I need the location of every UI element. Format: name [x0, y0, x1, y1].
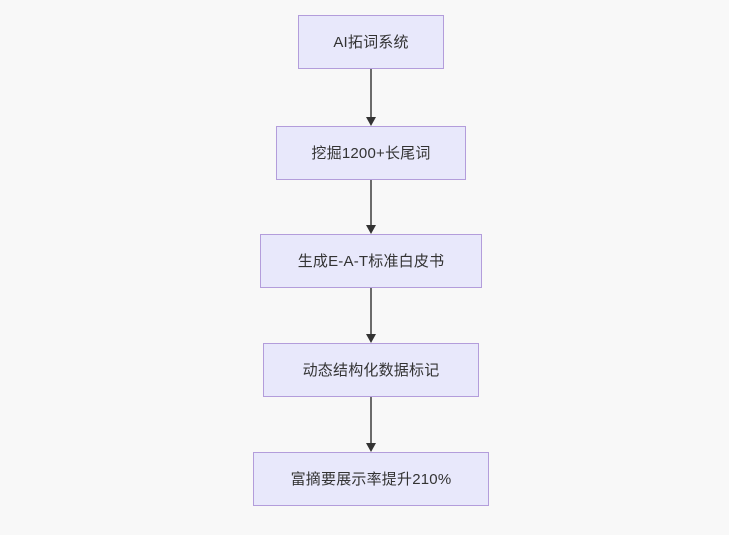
flow-edge: [364, 288, 378, 343]
edge-line: [370, 288, 372, 334]
edge-line: [370, 180, 372, 225]
edge-line: [370, 397, 372, 443]
arrowhead-icon: [366, 117, 376, 126]
flow-edge: [364, 397, 378, 452]
flow-node-label: 挖掘1200+长尾词: [311, 144, 431, 162]
flow-node-label: 富摘要展示率提升210%: [290, 470, 452, 488]
edge-line: [370, 69, 372, 117]
flow-node-label: AI拓词系统: [333, 33, 409, 51]
flow-node-ai-keyword-system[interactable]: AI拓词系统: [298, 15, 444, 69]
arrowhead-icon: [366, 334, 376, 343]
flow-edge: [364, 180, 378, 234]
flow-node-label: 动态结构化数据标记: [302, 361, 440, 379]
flow-node-rich-snippet-uplift[interactable]: 富摘要展示率提升210%: [253, 452, 489, 506]
arrowhead-icon: [366, 225, 376, 234]
flow-node-structured-data-markup[interactable]: 动态结构化数据标记: [263, 343, 479, 397]
flow-edge: [364, 69, 378, 126]
arrowhead-icon: [366, 443, 376, 452]
flow-node-label: 生成E-A-T标准白皮书: [297, 252, 445, 270]
flow-node-eat-whitepaper[interactable]: 生成E-A-T标准白皮书: [260, 234, 482, 288]
flow-node-longtail-mining[interactable]: 挖掘1200+长尾词: [276, 126, 466, 180]
